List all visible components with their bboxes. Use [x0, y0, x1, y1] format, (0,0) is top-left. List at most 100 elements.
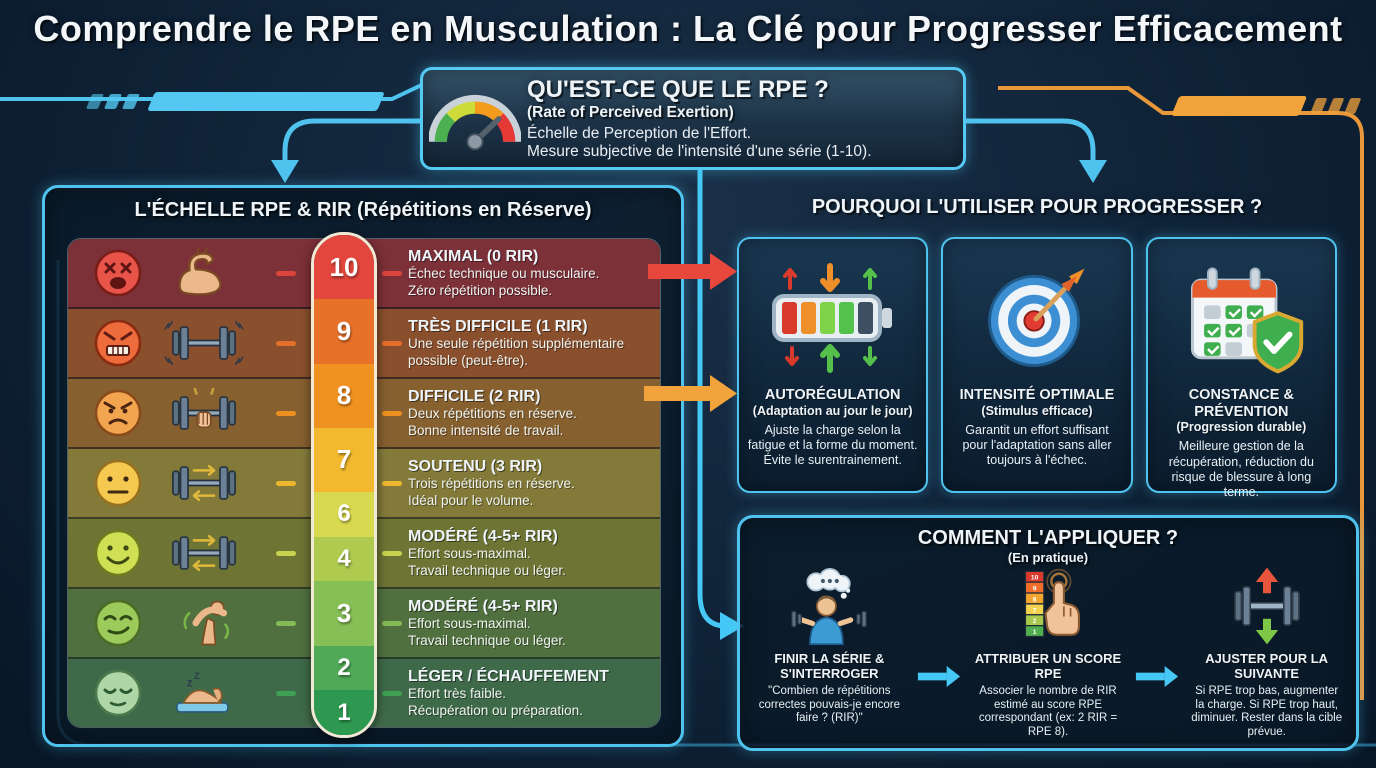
- how-step-title: FINIR LA SÉRIE & S'INTERROGER: [774, 651, 885, 681]
- how-title: COMMENT L'APPLIQUER ?: [917, 527, 1179, 549]
- tick-dash: [276, 621, 296, 626]
- tick-dash: [382, 271, 402, 276]
- how-step-body: Si RPE trop bas, augmenter la charge. Si…: [1191, 684, 1343, 739]
- definition-line1: Échelle de Perception de l'Effort.: [527, 125, 752, 143]
- how-subtitle: (En pratique): [1007, 550, 1089, 565]
- rpe-row-line2: Récupération ou préparation.: [408, 702, 583, 718]
- rpe-row-line2: Zéro répétition possible.: [408, 282, 553, 298]
- smirk-face: [92, 597, 146, 649]
- think-icon: [781, 568, 877, 646]
- rpe-row-heading: SOUTENU (3 RIR): [408, 458, 543, 476]
- tick-dash: [382, 411, 402, 416]
- tick-dash: [382, 341, 402, 346]
- rpe-row-line1: Une seule répétition supplémentaire: [408, 336, 625, 352]
- tick-dash: [382, 621, 402, 626]
- gauge-icon: [423, 83, 527, 155]
- smile-face: [92, 527, 146, 579]
- battery-icon: [758, 249, 908, 387]
- rpe-scale-number: 2: [314, 645, 374, 691]
- rpe-row-line2: possible (peut-être).: [408, 352, 529, 368]
- definition-text: QU'EST-CE QUE LE RPE ? (Rate of Perceive…: [527, 76, 882, 160]
- how-step: FINIR LA SÉRIE & S'INTERROGER"Combien de…: [746, 568, 913, 744]
- target-icon: [974, 249, 1100, 387]
- svg-text:9: 9: [1033, 586, 1037, 593]
- rpe-row-text: MODÉRÉ (4-5+ RIR)Effort sous-maximal.Tra…: [408, 597, 652, 649]
- benefit-card-subtitle: (Progression durable): [1176, 420, 1307, 435]
- rpe-scale-number: 4: [314, 536, 374, 582]
- rpe-row-line2: Idéal pour le volume.: [408, 492, 534, 508]
- how-steps: FINIR LA SÉRIE & S'INTERROGER"Combien de…: [746, 567, 1350, 744]
- benefit-card: INTENSITÉ OPTIMALE(Stimulus efficace) Gar…: [941, 237, 1133, 493]
- svg-text:10: 10: [1031, 575, 1039, 582]
- benefit-card-title: INTENSITÉ OPTIMALE: [959, 387, 1115, 403]
- rpe-row-heading: MAXIMAL (0 RIR): [408, 248, 539, 266]
- rpe-row-line1: Effort sous-maximal.: [408, 546, 531, 562]
- tick-dash: [276, 691, 296, 696]
- tick-dash: [382, 551, 402, 556]
- svg-text:8: 8: [1033, 596, 1037, 603]
- benefit-card-subtitle: (Stimulus efficace): [981, 403, 1093, 418]
- tick-dash: [382, 481, 402, 486]
- benefit-card: AUTORÉGULATION(Adaptation au jour le jou…: [737, 237, 929, 493]
- svg-text:Z: Z: [194, 671, 200, 681]
- why-cards: AUTORÉGULATION(Adaptation au jour le jou…: [737, 237, 1337, 499]
- sleepy-face: [92, 667, 146, 719]
- rpe-scale-number: 8: [314, 363, 374, 428]
- tick-dash: [276, 551, 296, 556]
- rpe-row-text: DIFFICILE (2 RIR)Deux répétitions en rés…: [408, 387, 652, 439]
- rpe-row-line1: Effort très faible.: [408, 686, 507, 702]
- how-step-body: Associer le nombre de RIR estimé au scor…: [978, 684, 1118, 739]
- svg-text:z: z: [187, 677, 193, 689]
- stretch-person-icon: [162, 596, 246, 650]
- rpe-row-line1: Trois répétitions en réserve.: [408, 476, 575, 492]
- rpe-row-heading: LÉGER / ÉCHAUFFEMENT: [408, 668, 609, 686]
- rpe-row-line2: Travail technique ou léger.: [408, 562, 566, 578]
- dumbbell-grip-icon: [162, 388, 246, 438]
- how-panel: COMMENT L'APPLIQUER ? (En pratique) FINI…: [737, 515, 1359, 751]
- calendar-shield-icon: [1173, 249, 1309, 387]
- definition-title: QU'EST-CE QUE LE RPE ?: [527, 76, 829, 104]
- tick-dash: [276, 411, 296, 416]
- flexed-biceps-icon: [162, 246, 246, 300]
- rpe-row-text: TRÈS DIFFICILE (1 RIR)Une seule répétiti…: [408, 317, 652, 369]
- svg-text:2: 2: [1033, 618, 1037, 625]
- benefit-card-subtitle: (Adaptation au jour le jour): [752, 403, 913, 418]
- benefit-card-body: Garantit un effort suffisant pour l'adap…: [962, 422, 1112, 468]
- rpe-row-heading: MODÉRÉ (4-5+ RIR): [408, 598, 558, 616]
- benefit-card-body: Meilleure gestion de la récupération, ré…: [1168, 439, 1314, 500]
- rpe-scale-number: 7: [314, 427, 374, 493]
- step-arrow-icon: [1131, 608, 1183, 744]
- dumbbell-arrows-icon: [162, 528, 246, 578]
- adjust-icon: [1222, 567, 1312, 646]
- neutral-face: [92, 457, 146, 509]
- how-step-title: AJUSTER POUR LA SUIVANTE: [1205, 651, 1329, 681]
- rpe-scale-number: 9: [314, 299, 374, 364]
- benefit-card-title: AUTORÉGULATION: [764, 387, 901, 403]
- rpe-row-heading: TRÈS DIFFICILE (1 RIR): [408, 318, 588, 336]
- rpe-row-text: MODÉRÉ (4-5+ RIR)Effort sous-maximal.Tra…: [408, 527, 652, 579]
- dumbbell-arrows-icon: [162, 458, 246, 508]
- step-arrow-icon: [913, 608, 965, 744]
- rpe-scale-number: 3: [314, 581, 374, 646]
- rpe-scale-panel: L'ÉCHELLE RPE & RIR (Répétitions en Rése…: [42, 185, 684, 747]
- tick-dash: [276, 481, 296, 486]
- how-step-title: ATTRIBUER UN SCORE RPE: [974, 651, 1122, 681]
- rpe-row-line2: Bonne intensité de travail.: [408, 422, 564, 438]
- benefit-card: CONSTANCE & PRÉVENTION(Progression durab…: [1145, 237, 1337, 499]
- rpe-scale-title: L'ÉCHELLE RPE & RIR (Répétitions en Rése…: [134, 199, 592, 221]
- gritted-teeth-face: [92, 317, 146, 369]
- angry-face: [92, 387, 146, 439]
- rpe-scale-number: 10: [314, 235, 374, 300]
- rpe-row-line1: Effort sous-maximal.: [408, 616, 531, 632]
- how-step-body: "Combien de répétitions correctes pouvai…: [758, 684, 900, 725]
- definition-line2: Mesure subjective de l'intensité d'une s…: [527, 142, 872, 160]
- svg-text:7: 7: [1033, 607, 1037, 614]
- tick-dash: [382, 691, 402, 696]
